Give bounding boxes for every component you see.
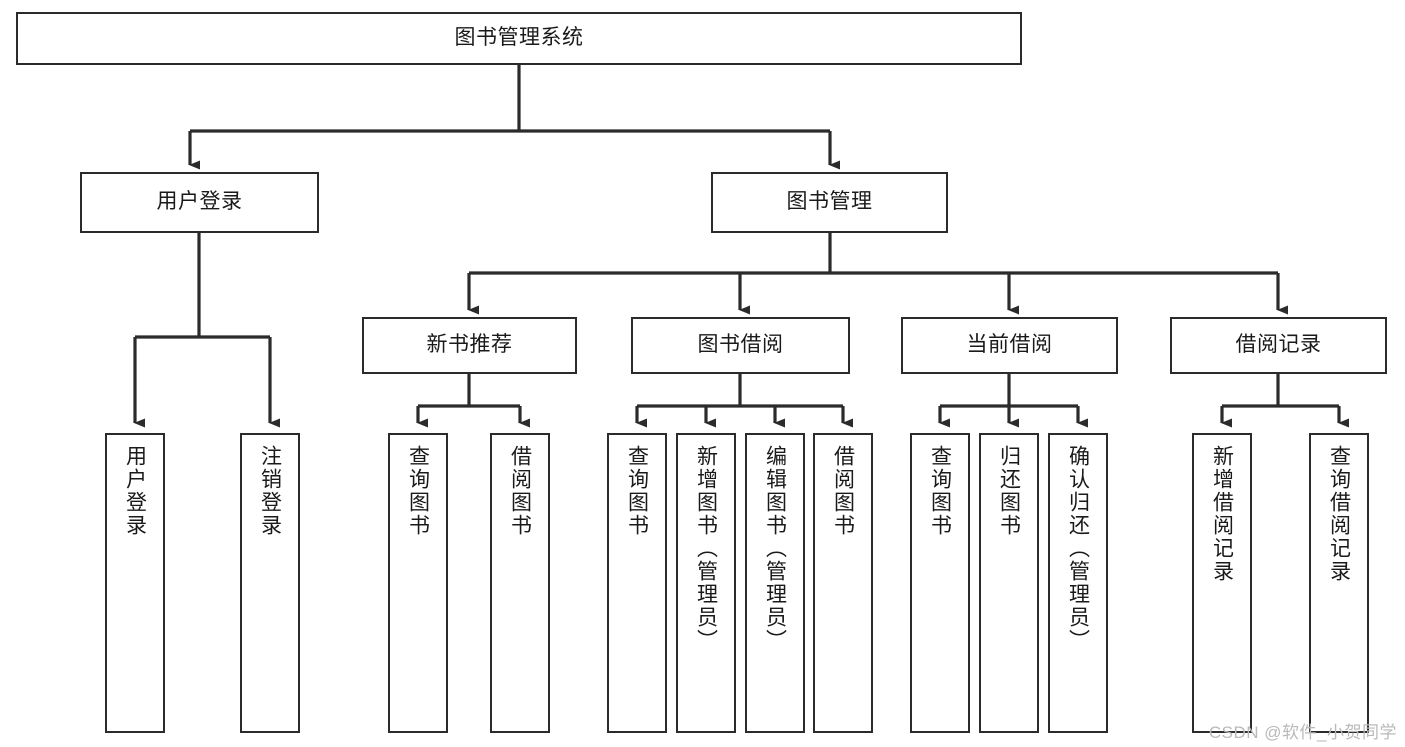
node-leaf-borrow-add[interactable]: 新增图书（管理员） [676, 433, 736, 733]
node-user-login[interactable]: 用户登录 [80, 172, 319, 233]
node-leaf-borrow-edit-label: 编辑图书（管理员） [763, 445, 787, 652]
node-user-login-label: 用户登录 [156, 190, 243, 214]
node-leaf-rec-borrow-label: 借阅图书 [508, 445, 532, 537]
node-leaf-rec-add[interactable]: 新增借阅记录 [1192, 433, 1252, 733]
node-leaf-rec-query2[interactable]: 查询借阅记录 [1309, 433, 1369, 733]
node-current-borrow-label: 当前借阅 [966, 333, 1053, 357]
node-leaf-borrow-edit[interactable]: 编辑图书（管理员） [745, 433, 805, 733]
node-book-manage-label: 图书管理 [786, 190, 873, 214]
node-borrow-record[interactable]: 借阅记录 [1170, 317, 1387, 374]
node-leaf-borrow-query-label: 查询图书 [625, 445, 649, 537]
node-leaf-user-login-label: 用户登录 [123, 445, 147, 537]
node-leaf-cur-query-label: 查询图书 [928, 445, 952, 537]
node-leaf-rec-query[interactable]: 查询图书 [388, 433, 448, 733]
node-leaf-rec-add-label: 新增借阅记录 [1210, 445, 1234, 583]
node-leaf-cur-confirm-label: 确认归还（管理员） [1066, 445, 1090, 652]
node-leaf-cur-confirm[interactable]: 确认归还（管理员） [1048, 433, 1108, 733]
node-leaf-rec-query2-label: 查询借阅记录 [1327, 445, 1351, 583]
node-leaf-borrow-do[interactable]: 借阅图书 [813, 433, 873, 733]
node-leaf-user-logout-label: 注销登录 [258, 445, 282, 537]
node-new-book-rec[interactable]: 新书推荐 [362, 317, 577, 374]
node-leaf-user-logout[interactable]: 注销登录 [240, 433, 300, 733]
node-leaf-cur-return[interactable]: 归还图书 [979, 433, 1039, 733]
node-leaf-borrow-do-label: 借阅图书 [831, 445, 855, 537]
node-leaf-cur-query[interactable]: 查询图书 [910, 433, 970, 733]
node-book-manage[interactable]: 图书管理 [711, 172, 948, 233]
node-root[interactable]: 图书管理系统 [16, 12, 1022, 65]
node-leaf-rec-query-label: 查询图书 [406, 445, 430, 537]
node-book-borrow-label: 图书借阅 [697, 333, 784, 357]
node-root-label: 图书管理系统 [454, 26, 584, 50]
node-leaf-user-login[interactable]: 用户登录 [105, 433, 165, 733]
node-leaf-borrow-add-label: 新增图书（管理员） [694, 445, 718, 652]
node-leaf-rec-borrow[interactable]: 借阅图书 [490, 433, 550, 733]
node-current-borrow[interactable]: 当前借阅 [901, 317, 1118, 374]
node-borrow-record-label: 借阅记录 [1235, 333, 1322, 357]
node-book-borrow[interactable]: 图书借阅 [631, 317, 850, 374]
node-leaf-cur-return-label: 归还图书 [997, 445, 1021, 537]
csdn-watermark: CSDN @软件_小贺同学 [1208, 723, 1397, 742]
node-new-book-rec-label: 新书推荐 [426, 333, 513, 357]
node-leaf-borrow-query[interactable]: 查询图书 [607, 433, 667, 733]
